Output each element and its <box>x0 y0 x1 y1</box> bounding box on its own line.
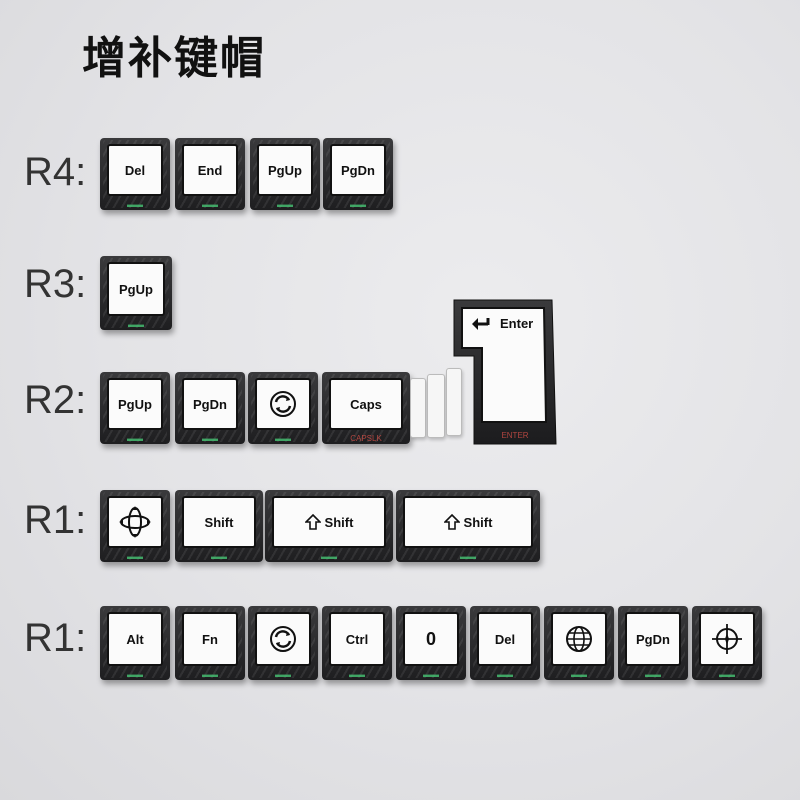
keycap-shift-large: Shift ▬▬ <box>265 490 393 562</box>
shift-arrow-icon <box>304 514 321 530</box>
keycap-face: Caps <box>329 378 403 430</box>
keycap-zero: 0 ▬▬ <box>396 606 466 680</box>
page-title: 增补键帽 <box>82 33 266 84</box>
keycap-legend: PgUp <box>268 162 302 178</box>
globe-icon <box>566 626 592 652</box>
front-legend: ENTER <box>501 432 529 439</box>
keycap-face: Fn <box>182 612 238 666</box>
keycap-sync: ▬▬ <box>248 372 318 444</box>
keycap-face: 0 <box>403 612 459 666</box>
keycap-face: Del <box>107 144 163 196</box>
row-label-r3: R3: <box>24 262 87 306</box>
shift-arrow-icon <box>443 514 460 530</box>
keycap-face: PgUp <box>257 144 313 196</box>
keycap-legend: PgUp <box>119 281 153 297</box>
keycap-legend: Shift <box>324 514 354 530</box>
sync-icon <box>270 391 296 417</box>
keycap-face: Del <box>477 612 533 666</box>
keycap-face: PgDn <box>182 378 238 430</box>
keycap-face: Shift <box>272 496 386 548</box>
keycap-legend: PgDn <box>193 396 227 412</box>
keycap-legend: Fn <box>202 631 218 647</box>
keycap-legend: PgDn <box>341 162 375 178</box>
keycap-legend: PgUp <box>118 396 152 412</box>
keycap-end: End ▬▬ <box>175 138 245 210</box>
keycap-pgup: PgUp ▬▬ <box>100 372 170 444</box>
keycap-legend: Del <box>494 631 516 647</box>
keycap-face: PgUp <box>107 262 165 316</box>
keycap-pgdn: PgDn ▬▬ <box>323 138 393 210</box>
keycap-ctrl: Ctrl ▬▬ <box>322 606 392 680</box>
sync-icon <box>270 626 296 652</box>
keycap-fn: Fn ▬▬ <box>175 606 245 680</box>
keycap-face: End <box>182 144 238 196</box>
keycap-face <box>255 612 311 666</box>
row-label-r4: R4: <box>24 150 87 194</box>
keycap-pgup: PgUp ▬▬ <box>100 256 172 330</box>
stabilizer-piece <box>427 374 445 438</box>
stabilizer-piece <box>446 368 462 436</box>
keycap-legend: Caps <box>350 396 382 412</box>
keycap-face: Shift <box>403 496 533 548</box>
keycap-del: Del ▬▬ <box>100 138 170 210</box>
keycap-shift: Shift ▬▬ <box>175 490 263 562</box>
keycap-globe: ▬▬ <box>544 606 614 680</box>
keycap-legend: Del <box>124 162 146 178</box>
keycap-pgup: PgUp ▬▬ <box>250 138 320 210</box>
keycap-face <box>107 496 163 548</box>
enter-label: Enter <box>500 316 534 331</box>
keycap-enter <box>453 299 557 445</box>
keycap-face: Shift <box>182 496 256 548</box>
front-legend: CAPSLK <box>350 435 382 442</box>
keycap-legend: Alt <box>126 631 144 647</box>
keycap-legend: End <box>197 162 223 178</box>
keycap-legend: 0 <box>425 628 436 649</box>
keycap-pgdn: PgDn ▬▬ <box>618 606 688 680</box>
keycap-face: PgUp <box>107 378 163 430</box>
stabilizer-piece <box>410 378 426 438</box>
orbit-icon <box>119 506 151 538</box>
keycap-face: PgDn <box>625 612 681 666</box>
keycap-crosshair: ▬▬ <box>692 606 762 680</box>
row-label-r1-bottom: R1: <box>24 616 87 660</box>
keycap-legend: Shift <box>463 514 493 530</box>
keycap-face: Alt <box>107 612 163 666</box>
keycap-face: Ctrl <box>329 612 385 666</box>
keycap-caps: Caps CAPSLK <box>322 372 410 444</box>
row-label-r1-mods: R1: <box>24 498 87 542</box>
keycap-sync: ▬▬ <box>248 606 318 680</box>
crosshair-icon <box>712 624 742 654</box>
keycap-face <box>255 378 311 430</box>
keycap-face: PgDn <box>330 144 386 196</box>
keycap-legend: Ctrl <box>345 631 369 647</box>
keycap-face <box>551 612 607 666</box>
keycap-legend: PgDn <box>636 631 670 647</box>
keycap-alt: Alt ▬▬ <box>100 606 170 680</box>
keycap-orbit: ▬▬ <box>100 490 170 562</box>
keycap-face <box>699 612 755 666</box>
keycap-legend: Shift <box>204 514 234 530</box>
row-label-r2: R2: <box>24 378 87 422</box>
keycap-shift-large: Shift ▬▬ <box>396 490 540 562</box>
keycap-del: Del ▬▬ <box>470 606 540 680</box>
keycap-pgdn: PgDn ▬▬ <box>175 372 245 444</box>
